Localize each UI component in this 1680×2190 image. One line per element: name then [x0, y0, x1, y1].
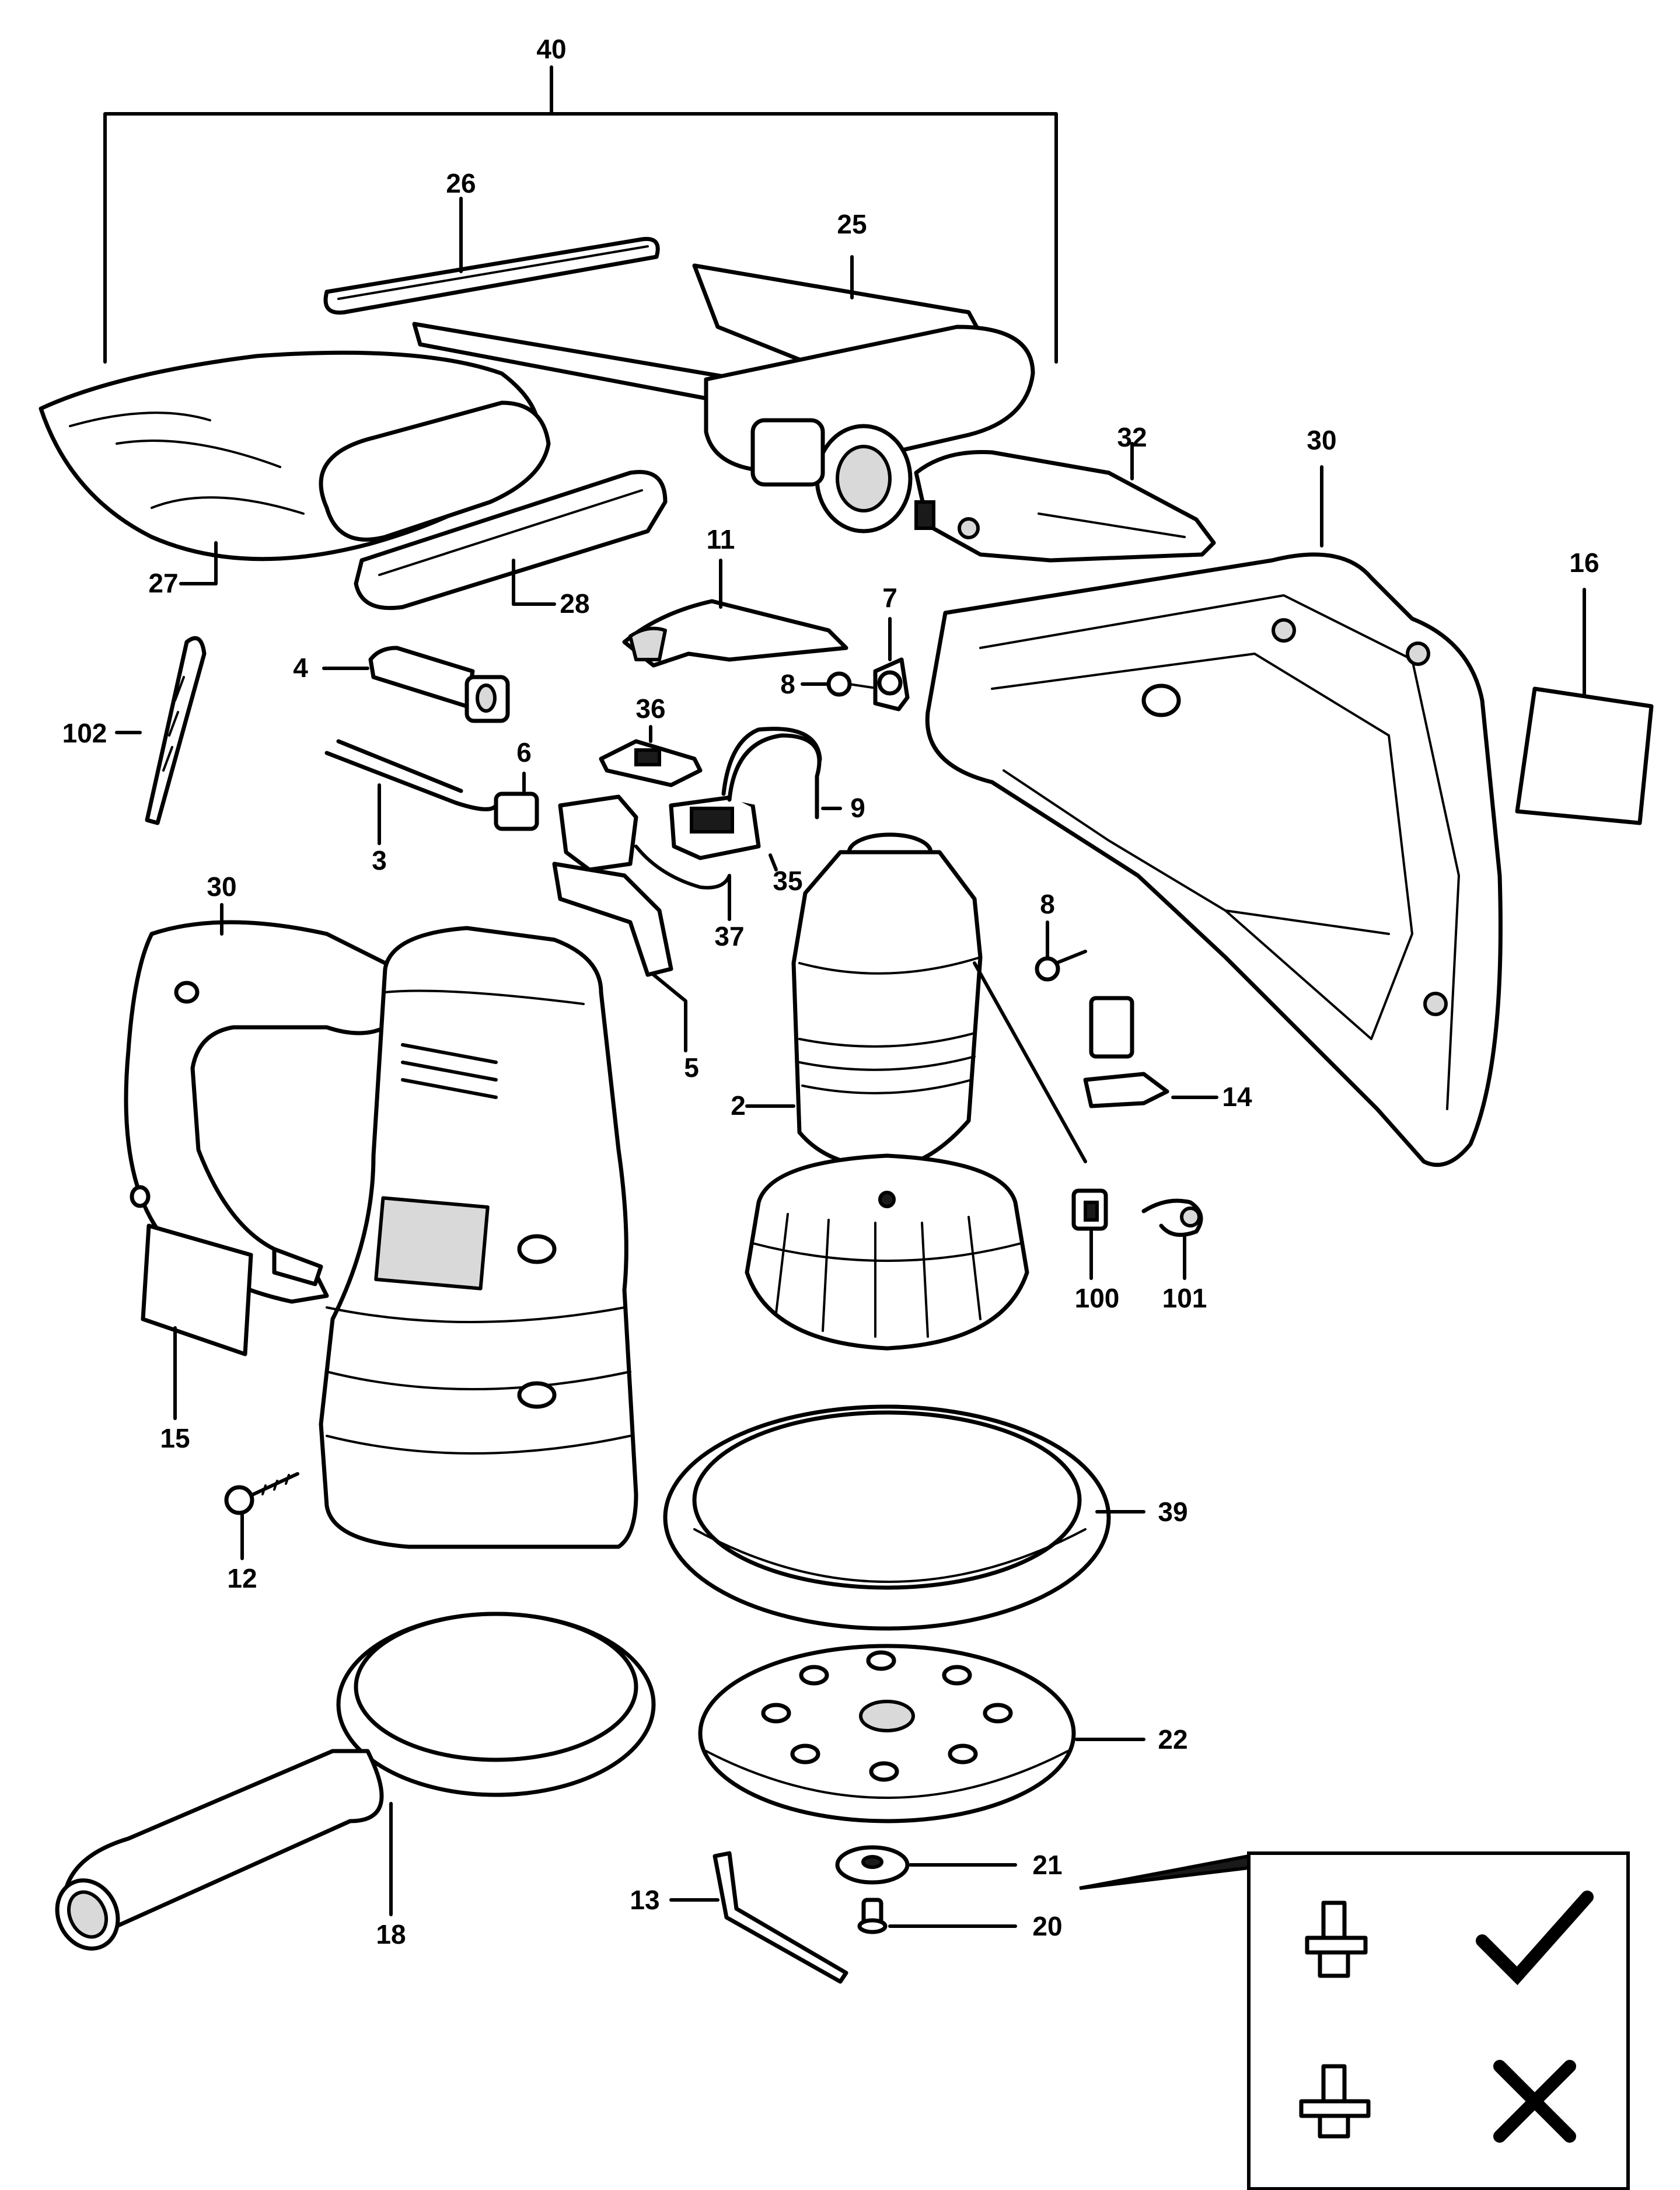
label-13: 13 — [630, 1885, 659, 1915]
label-32: 32 — [1117, 422, 1147, 452]
part-32-nozzle — [914, 442, 1216, 563]
part-4-strain-relief — [322, 646, 510, 723]
label-27: 27 — [148, 568, 178, 598]
label-20: 20 — [1032, 1911, 1062, 1941]
label-26: 26 — [446, 168, 476, 198]
part-18-side-handle — [55, 1612, 656, 1951]
part-2-motor — [745, 832, 1087, 1351]
label-28: 28 — [560, 588, 589, 619]
part-7-cable-clamp — [873, 617, 910, 712]
label-2: 2 — [731, 1090, 746, 1121]
assembly-inset — [1079, 1851, 1630, 2190]
label-8-upper: 8 — [780, 669, 795, 699]
part-5-switch-body — [552, 794, 687, 1052]
part-16-label-plate — [1515, 588, 1654, 825]
part-3-cord — [324, 739, 498, 845]
part-11-lever — [622, 559, 848, 668]
part-22-sanding-pad — [698, 1644, 1145, 1823]
label-3: 3 — [372, 845, 387, 876]
label-25: 25 — [837, 209, 867, 239]
label-5: 5 — [684, 1052, 699, 1083]
part-14-brush-holder — [1083, 996, 1218, 1108]
label-4: 4 — [293, 653, 308, 683]
label-21: 21 — [1032, 1850, 1062, 1880]
part-8-screw-lower — [1035, 920, 1087, 982]
label-100: 100 — [1075, 1283, 1120, 1313]
label-30-right: 30 — [1307, 425, 1336, 455]
label-14: 14 — [1222, 1082, 1252, 1112]
label-40: 40 — [536, 34, 566, 64]
part-30-housing-main — [124, 903, 638, 1549]
label-8-lower: 8 — [1040, 889, 1055, 919]
kit-bracket-40 — [103, 65, 1058, 364]
label-101: 101 — [1162, 1283, 1207, 1313]
label-9: 9 — [850, 793, 865, 823]
part-100-carbon-brush — [1071, 1188, 1108, 1280]
part-6-connector — [494, 772, 539, 831]
part-15-badge-plate — [141, 1223, 253, 1420]
part-27-dust-bag — [39, 350, 551, 585]
part-20-screw — [857, 1898, 1017, 1934]
part-25-dust-tube — [412, 255, 1035, 533]
label-35: 35 — [773, 866, 802, 896]
part-13-hex-key — [669, 1851, 848, 1984]
check-icon — [1476, 1891, 1594, 1986]
label-39: 39 — [1158, 1497, 1187, 1527]
label-36: 36 — [635, 693, 665, 724]
label-16: 16 — [1569, 548, 1599, 578]
part-101-spring — [1141, 1198, 1203, 1280]
part-36-switch-cover — [599, 725, 703, 787]
label-22: 22 — [1158, 1724, 1187, 1755]
incorrect-orientation-screw — [1299, 2064, 1371, 2139]
label-11: 11 — [707, 524, 735, 555]
label-37: 37 — [714, 921, 744, 951]
label-7: 7 — [882, 583, 897, 613]
part-39-shroud-ring — [663, 1404, 1145, 1631]
part-37-leads — [634, 845, 731, 921]
label-30-left: 30 — [207, 871, 236, 902]
part-8-screw-upper — [801, 671, 874, 697]
part-26-rail — [323, 197, 660, 315]
part-102-cable-tie — [115, 636, 207, 825]
part-9-wire — [727, 733, 842, 819]
label-12: 12 — [227, 1563, 257, 1593]
label-15: 15 — [160, 1423, 190, 1453]
correct-orientation-screw — [1305, 1900, 1368, 1978]
label-102: 102 — [62, 718, 107, 748]
part-30-housing-half-right — [925, 465, 1503, 1167]
cross-icon — [1493, 2060, 1576, 2143]
label-18: 18 — [376, 1919, 406, 1950]
part-12-screw — [224, 1472, 299, 1560]
part-21-washer — [835, 1845, 1017, 1885]
part-28-clip-frame — [354, 470, 668, 611]
label-6: 6 — [516, 737, 532, 768]
